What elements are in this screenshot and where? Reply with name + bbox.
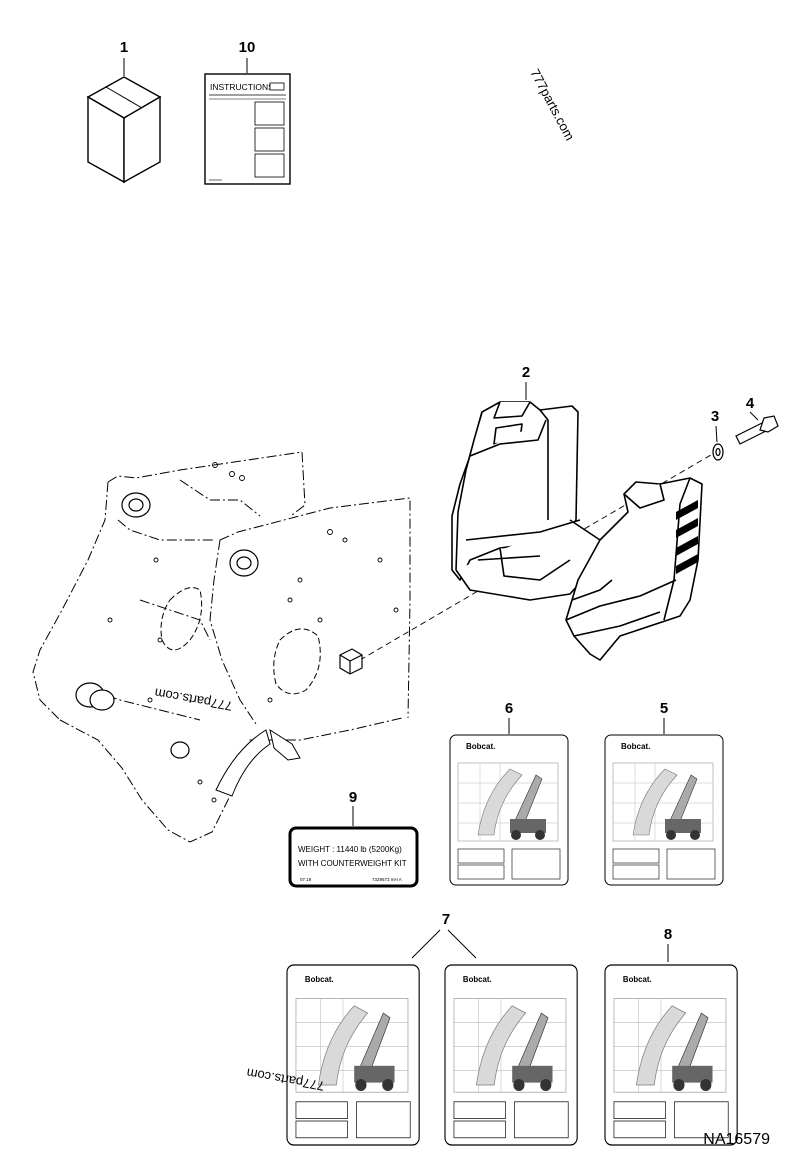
leader-7b (447, 929, 477, 959)
callout-7: 7 (442, 911, 450, 928)
callout-5: 5 (660, 700, 668, 717)
leader-3 (715, 425, 718, 443)
frame-nut (339, 648, 363, 675)
frame-lower-brackets (215, 728, 301, 797)
decal-6-brand: Bobcat. (466, 742, 495, 751)
part-9-weight-label: WEIGHT : 11440 lb (5200Kg) WITH COUNTERW… (288, 826, 419, 888)
callout-2: 2 (522, 364, 530, 381)
weight-line-1: WEIGHT : 11440 lb (5200Kg) (298, 845, 402, 854)
callout-9: 9 (349, 789, 357, 806)
callout-1: 1 (120, 39, 128, 56)
decal-7a-brand: Bobcat. (305, 975, 334, 984)
part-5-decal: Bobcat. (604, 734, 724, 886)
callout-4: 4 (746, 395, 755, 412)
part-1-box (86, 76, 162, 184)
part-8-decal: Bobcat. (604, 964, 738, 1146)
part-10-instructions: INSTRUCTIONS (204, 73, 291, 185)
callout-6: 6 (505, 700, 513, 717)
reference-code: NA16579 (703, 1131, 770, 1148)
watermark-top: 777parts.com (527, 66, 577, 143)
callout-3: 3 (711, 408, 719, 425)
decal-5-brand: Bobcat. (621, 742, 650, 751)
weight-footnote-right: 7329673 mH A (372, 877, 402, 882)
instructions-label: INSTRUCTIONS (210, 82, 274, 92)
watermark-middle: 777parts.com (153, 685, 233, 713)
leader-7a (411, 929, 441, 959)
counterweight-slots (676, 500, 698, 574)
decal-7b-brand: Bobcat. (463, 975, 492, 984)
part-6-decal: Bobcat. (449, 734, 569, 886)
decal-8-brand: Bobcat. (623, 975, 652, 984)
callout-10: 10 (239, 39, 256, 56)
part-7-decal-a: Bobcat. (286, 964, 420, 1146)
part-7-decal-b: Bobcat. (444, 964, 578, 1146)
frame-cutouts (160, 587, 321, 695)
callout-8: 8 (664, 926, 672, 943)
part-2-counterweight (451, 401, 703, 661)
leader-4 (749, 411, 759, 421)
part-4-bolt (735, 415, 779, 445)
weight-line-2: WITH COUNTERWEIGHT KIT (298, 859, 407, 868)
frame-bosses (75, 492, 259, 759)
part-3-washer (712, 443, 724, 461)
weight-footnote-left: 07.19 (300, 877, 312, 882)
